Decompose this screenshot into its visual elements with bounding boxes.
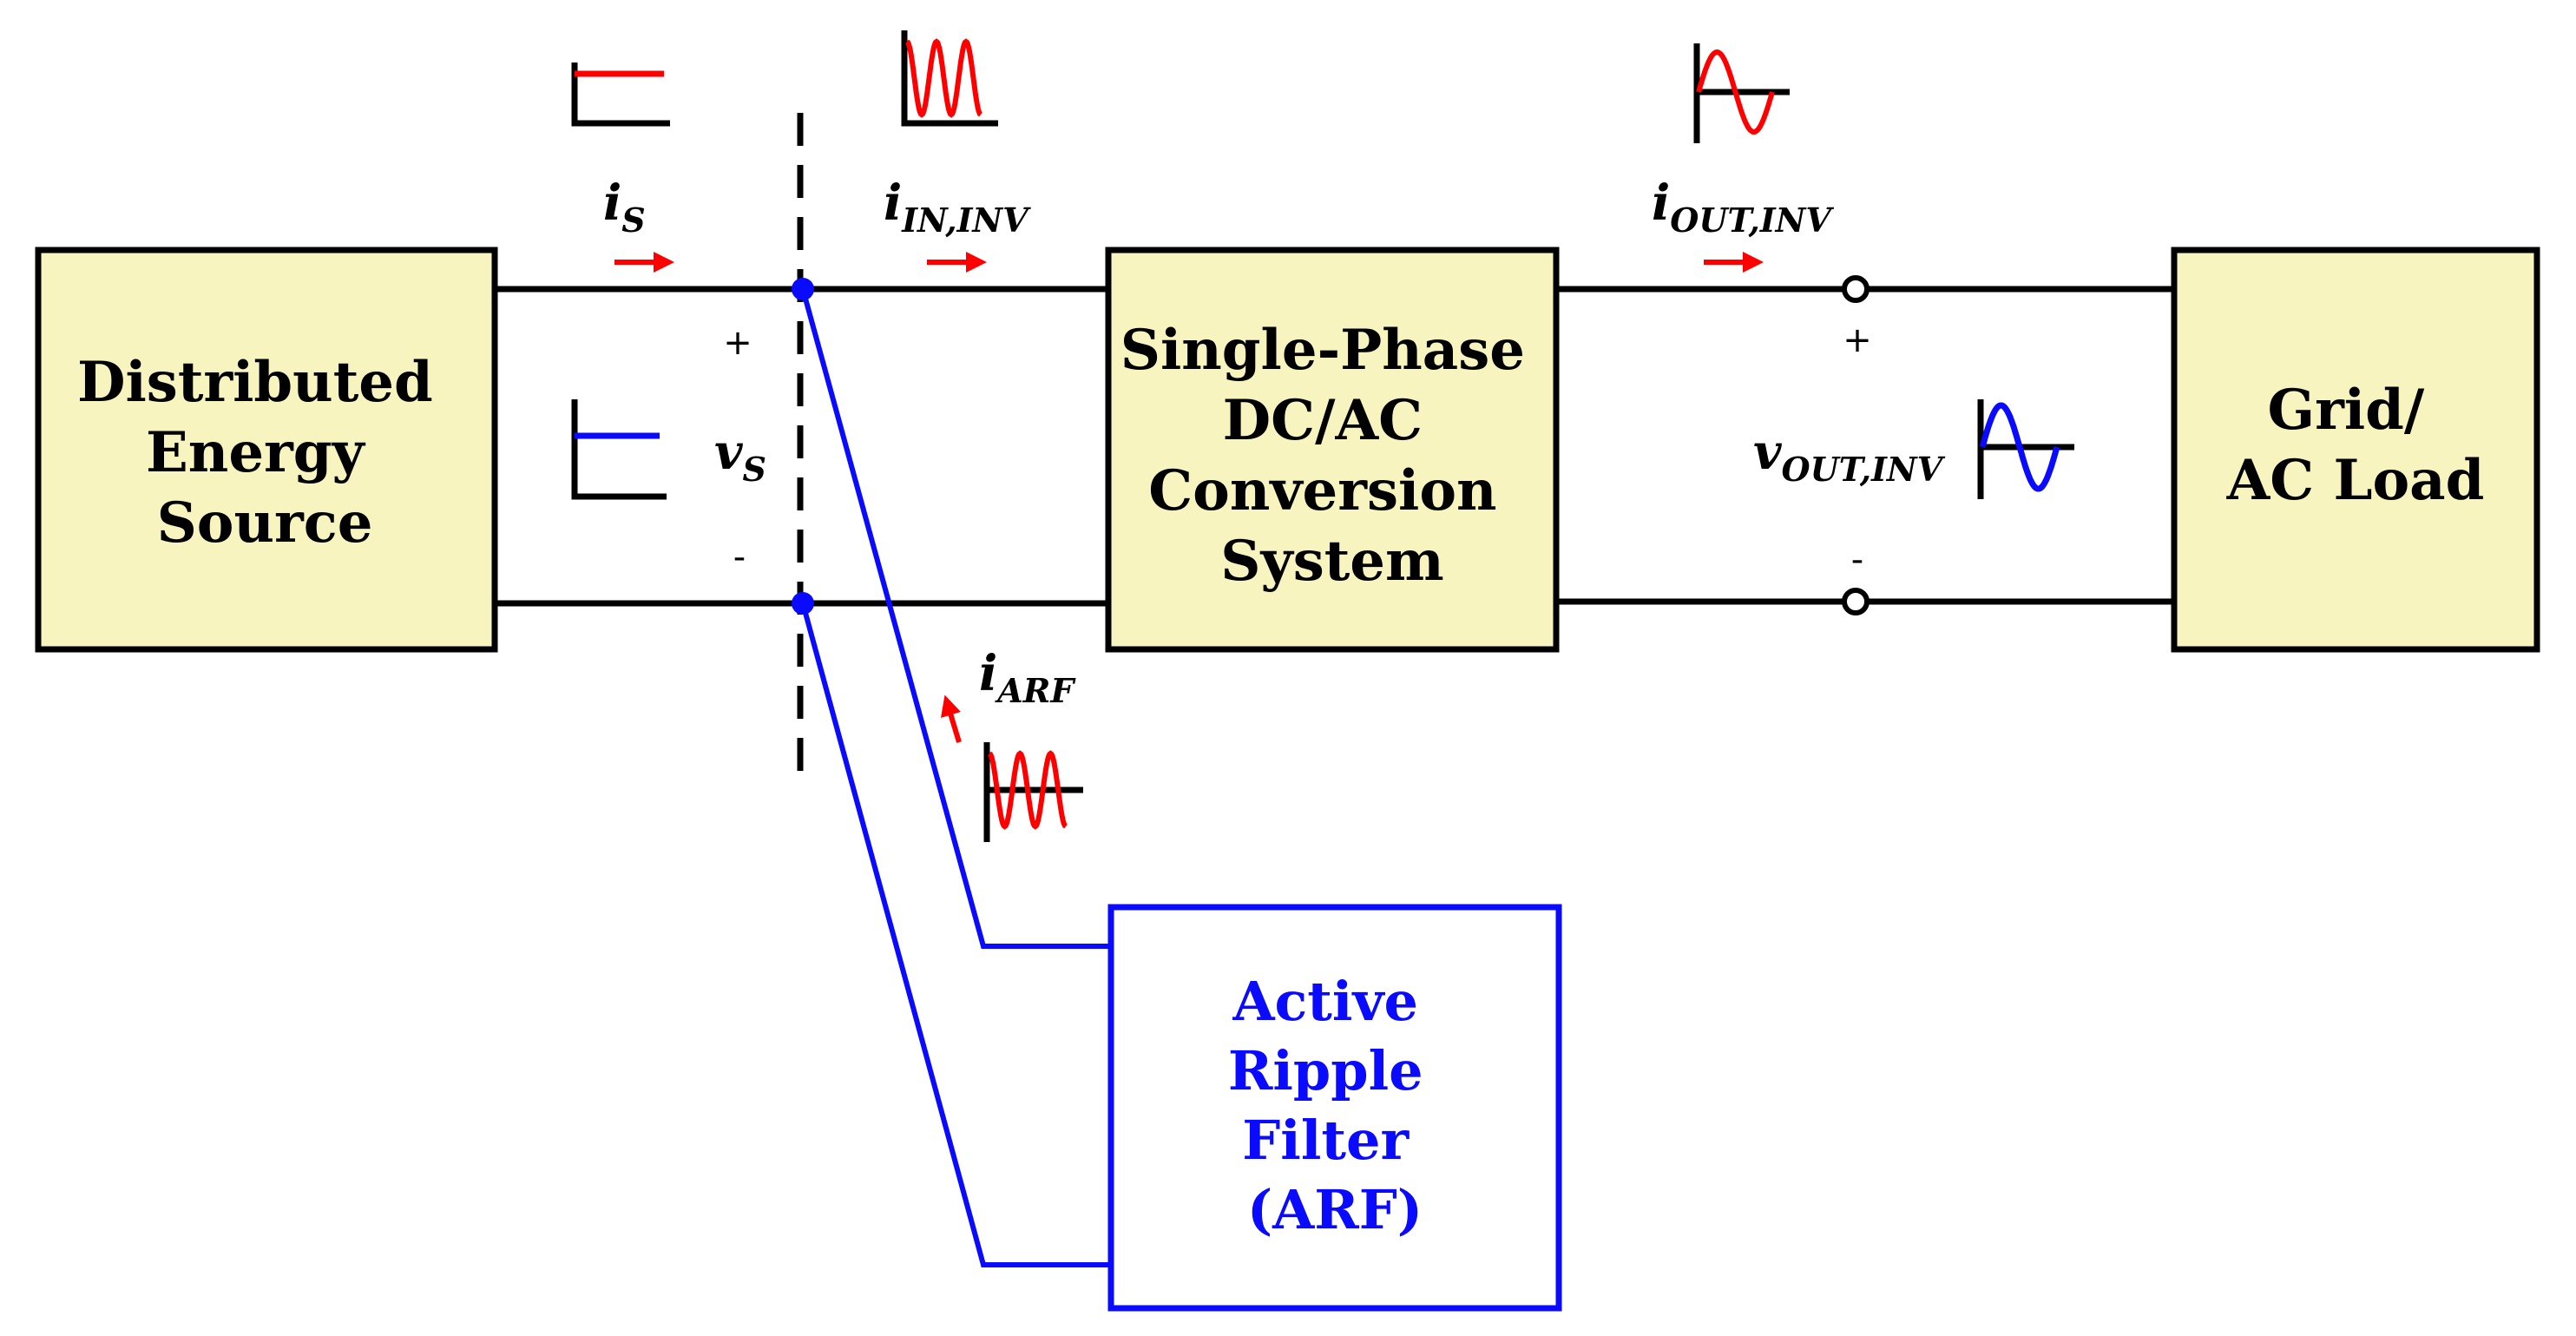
distributed-energy-source-block (35, 247, 498, 653)
grid-label-line-2: AC Load (2226, 448, 2485, 513)
arf-label-line-4: (ARF) (1247, 1178, 1423, 1241)
inverter-label-line-2: DC/AC (1223, 388, 1423, 453)
vs-minus-sign: - (733, 537, 746, 577)
inverter-label-line-3: Conversion (1148, 458, 1496, 523)
arf-label-line-2: Ripple (1228, 1039, 1423, 1102)
inverter-label-line-1: Single-Phase (1120, 318, 1525, 383)
iin-inv-label: iIN,INV (884, 174, 1031, 240)
inverter-label-line-4: System (1220, 529, 1443, 594)
arf-upper-connection (800, 288, 1111, 949)
vout-sine-waveform-icon (1977, 399, 2074, 499)
arf-lower-connection (800, 602, 1111, 1267)
arf-label-line-1: Active (1232, 970, 1418, 1033)
vout-inv-label: vOUT,INV (1753, 424, 1946, 489)
is-label: iS (603, 174, 646, 240)
active-ripple-filter-block (1107, 904, 1562, 1312)
output-terminal-plus (1842, 275, 1870, 303)
vout-minus-sign: - (1851, 540, 1863, 580)
grid-label: Grid/ AC Load (2226, 378, 2485, 513)
iin-ripple-waveform-icon (901, 30, 998, 127)
dc-ac-conversion-block (1105, 247, 1560, 653)
grid-ac-load-block (2171, 247, 2540, 653)
inverter-label: Single-Phase DC/AC Conversion System (1120, 318, 1545, 594)
source-label-line-2: Energy (146, 420, 366, 485)
iout-inv-label: iOUT,INV (1652, 174, 1834, 240)
is-dc-waveform-icon (571, 63, 670, 127)
source-label: Distributed Energy Source (77, 350, 452, 556)
vs-label: vS (714, 424, 766, 489)
junction-dot-bottom (792, 592, 814, 615)
iout-sine-waveform-icon (1693, 43, 1790, 143)
grid-label-line-1: Grid/ (2267, 378, 2424, 443)
arf-label-line-3: Filter (1242, 1109, 1410, 1172)
iarf-label: iARF (979, 645, 1076, 710)
iarf-direction-arrow (940, 694, 962, 743)
vs-dc-waveform-icon (571, 399, 667, 500)
vs-plus-sign: + (723, 323, 752, 363)
output-terminal-minus (1842, 588, 1870, 615)
junction-dot-top (792, 278, 814, 300)
vout-plus-sign: + (1843, 320, 1872, 360)
source-label-line-3: Source (157, 490, 373, 556)
arf-label: Active Ripple Filter (ARF) (1228, 970, 1442, 1241)
iarf-ripple-waveform-icon (983, 742, 1083, 842)
source-label-line-1: Distributed (77, 350, 433, 415)
